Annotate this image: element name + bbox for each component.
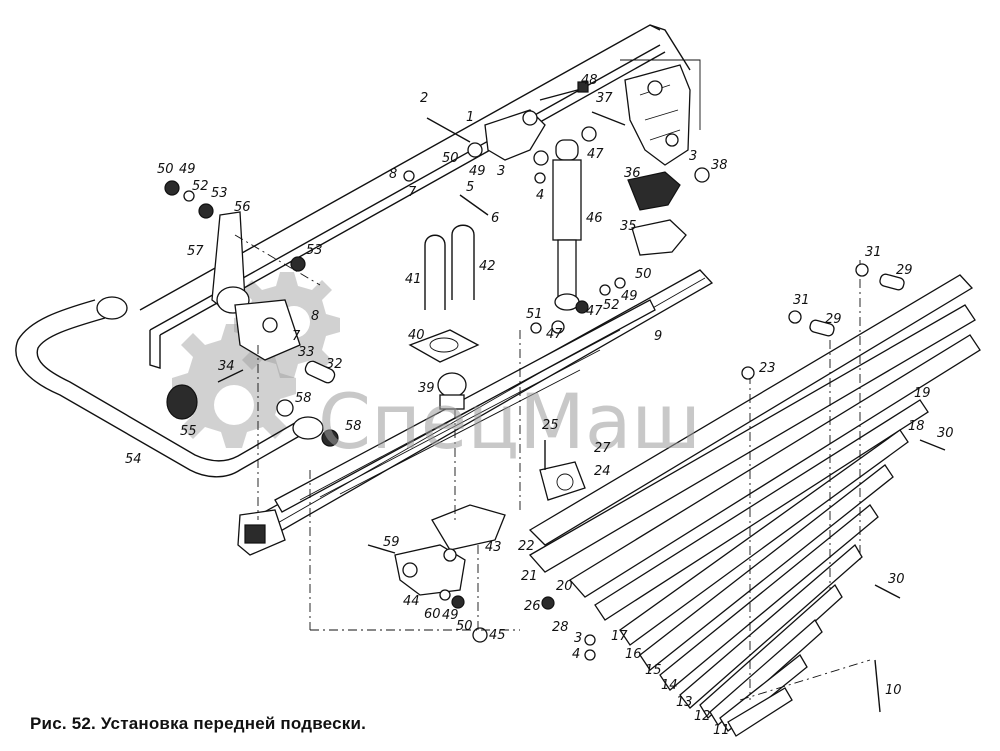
callout-53: 53 xyxy=(211,186,228,201)
callout-33: 33 xyxy=(298,345,315,360)
callout-30: 30 xyxy=(888,572,905,587)
callout-49: 49 xyxy=(621,289,638,304)
callout-9: 9 xyxy=(654,329,662,344)
callout-labels: 1 2 3 3 3 4 4 5 6 7 7 8 8 9 10 11 12 13 … xyxy=(125,73,954,738)
callout-58: 58 xyxy=(295,391,312,406)
callout-7: 7 xyxy=(408,185,417,200)
callout-38: 38 xyxy=(711,158,728,173)
figure-caption: Рис. 52. Установка передней подвески. xyxy=(30,714,367,733)
callout-47: 47 xyxy=(546,327,563,342)
callout-51: 51 xyxy=(526,307,543,322)
callout-19: 19 xyxy=(914,386,931,401)
callout-49: 49 xyxy=(179,162,196,177)
callout-8: 8 xyxy=(311,309,319,324)
callout-22: 22 xyxy=(518,539,535,554)
callout-47: 47 xyxy=(587,147,604,162)
callout-15: 15 xyxy=(645,663,662,678)
watermark-gear-hole xyxy=(214,385,254,425)
callout-50: 50 xyxy=(442,151,459,166)
callout-10: 10 xyxy=(885,683,902,698)
callout-35: 35 xyxy=(620,219,637,234)
callout-1: 1 xyxy=(466,110,474,125)
callout-5: 5 xyxy=(466,180,474,195)
callout-43: 43 xyxy=(485,540,502,555)
callout-41: 41 xyxy=(405,272,422,287)
callout-49: 49 xyxy=(469,164,486,179)
u-bolts xyxy=(408,224,480,363)
callout-17: 17 xyxy=(611,629,628,644)
assembly-center-lines xyxy=(234,234,871,701)
callout-28: 28 xyxy=(552,620,569,635)
callout-54: 54 xyxy=(125,452,142,467)
callout-44: 44 xyxy=(403,594,420,609)
callout-25: 25 xyxy=(542,418,559,433)
callout-34: 34 xyxy=(218,359,235,374)
shock-absorber xyxy=(552,139,582,311)
callout-58: 58 xyxy=(345,419,362,434)
watermark-text: СпецМаш xyxy=(318,377,701,466)
callout-50: 50 xyxy=(157,162,174,177)
callout-46: 46 xyxy=(586,211,603,226)
spring-bracket xyxy=(539,461,586,501)
callout-50: 50 xyxy=(635,267,652,282)
fasteners xyxy=(164,111,946,713)
callout-3: 3 xyxy=(574,631,582,646)
callout-31: 31 xyxy=(793,293,810,308)
callout-16: 16 xyxy=(625,647,642,662)
callout-32: 32 xyxy=(326,357,343,372)
callout-52: 52 xyxy=(192,179,209,194)
callout-53: 53 xyxy=(306,243,323,258)
rubber-pad xyxy=(627,171,687,256)
callout-13: 13 xyxy=(676,695,693,710)
rear-shackle xyxy=(394,504,506,596)
callout-36: 36 xyxy=(624,166,641,181)
callout-4: 4 xyxy=(572,647,580,662)
callout-40: 40 xyxy=(408,328,425,343)
callout-20: 20 xyxy=(556,579,573,594)
callout-60: 60 xyxy=(424,607,441,622)
callout-56: 56 xyxy=(234,200,251,215)
callout-24: 24 xyxy=(594,464,611,479)
callout-55: 55 xyxy=(180,424,197,439)
callout-6: 6 xyxy=(491,211,499,226)
leaf-spring xyxy=(237,269,714,556)
callout-49: 49 xyxy=(442,608,459,623)
callout-48: 48 xyxy=(581,73,598,88)
callout-57: 57 xyxy=(187,244,204,259)
shock-upper-bracket xyxy=(484,81,589,161)
stabilizer-bar xyxy=(15,296,324,478)
callout-4: 4 xyxy=(536,188,544,203)
callout-42: 42 xyxy=(479,259,496,274)
callout-14: 14 xyxy=(661,678,678,693)
callout-26: 26 xyxy=(524,599,541,614)
callout-30: 30 xyxy=(937,426,954,441)
callout-37: 37 xyxy=(596,91,613,106)
callout-29: 29 xyxy=(825,312,842,327)
callout-59: 59 xyxy=(383,535,400,550)
callout-3: 3 xyxy=(689,149,697,164)
callout-23: 23 xyxy=(759,361,776,376)
exploded-leaf-pack xyxy=(528,260,981,737)
callout-29: 29 xyxy=(896,263,913,278)
callout-7: 7 xyxy=(292,329,301,344)
front-bracket xyxy=(624,64,691,166)
callout-11: 11 xyxy=(713,723,730,738)
callout-3: 3 xyxy=(497,164,505,179)
callout-52: 52 xyxy=(603,298,620,313)
callout-21: 21 xyxy=(521,569,538,584)
bump-stop xyxy=(437,372,467,410)
callout-8: 8 xyxy=(389,167,397,182)
callout-39: 39 xyxy=(418,381,435,396)
callout-45: 45 xyxy=(489,628,506,643)
callout-27: 27 xyxy=(594,441,611,456)
callout-50: 50 xyxy=(456,619,473,634)
callout-2: 2 xyxy=(420,91,428,106)
callout-12: 12 xyxy=(694,709,711,724)
callout-47: 47 xyxy=(586,304,603,319)
callout-18: 18 xyxy=(908,419,925,434)
callout-31: 31 xyxy=(865,245,882,260)
